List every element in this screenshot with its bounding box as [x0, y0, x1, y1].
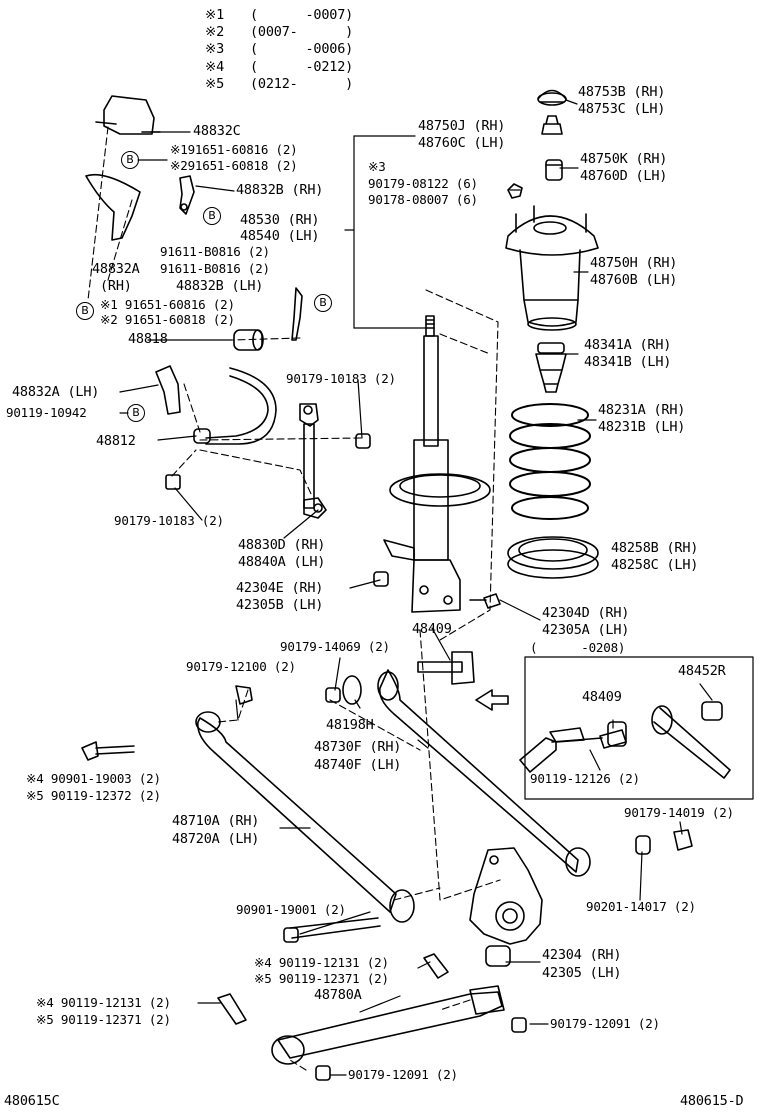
- label-42305a: 42305A (LH): [542, 622, 630, 638]
- label-90179-14019: 90179-14019 (2): [624, 805, 734, 820]
- label-90119-12126: 90119-12126 (2): [530, 771, 640, 786]
- label-note-3: ※3: [368, 159, 386, 174]
- note-1-range: ( -0007): [250, 7, 354, 23]
- label-48753b: 48753B (RH): [578, 84, 666, 100]
- callout-b-1: B: [121, 151, 139, 169]
- label-42305b: 42305B (LH): [236, 597, 324, 613]
- label-48409-inset: 48409: [582, 689, 622, 705]
- label-48832a: 48832A: [92, 261, 140, 277]
- label-48780a: 48780A: [314, 987, 362, 1003]
- label-4-90119-12131-b: ※4 90119-12131 (2): [36, 995, 171, 1010]
- label-90178-08007: 90178-08007 (6): [368, 192, 478, 207]
- label-48830d: 48830D (RH): [238, 537, 326, 553]
- label-48452r: 48452R: [678, 663, 726, 679]
- label-5-90119-12372: ※5 90119-12372 (2): [26, 788, 161, 803]
- label-191651-60816: ※191651-60816 (2): [170, 142, 298, 157]
- label-291651-60818: ※291651-60818 (2): [170, 158, 298, 173]
- label-48812: 48812: [96, 433, 136, 449]
- inset-box: [475, 656, 754, 800]
- stabilizer-parts: [85, 95, 371, 519]
- label-48730f: 48730F (RH): [314, 739, 402, 755]
- label-90901-19001: 90901-19001 (2): [236, 902, 346, 917]
- note-4-mark: ※4: [205, 59, 225, 75]
- label-48540: 48540 (LH): [240, 228, 320, 244]
- label-90179-14069: 90179-14069 (2): [280, 639, 390, 654]
- coil-spring: [509, 403, 591, 520]
- shock-absorber: [383, 315, 491, 613]
- label-90179-12100: 90179-12100 (2): [186, 659, 296, 674]
- label-90179-10183-b: 90179-10183 (2): [114, 513, 224, 528]
- callout-b-5: B: [127, 404, 145, 422]
- assembly-guides: [87, 126, 501, 1071]
- label-91611-b0816-b: 91611-B0816 (2): [160, 261, 270, 276]
- note-4-range: ( -0212): [250, 59, 354, 75]
- footer-right-code: 480615-D: [680, 1093, 744, 1109]
- label-90179-12091-b: 90179-12091 (2): [348, 1067, 458, 1082]
- label-2-91651-60818: ※2 91651-60818 (2): [100, 312, 235, 327]
- callout-b-3: B: [314, 294, 332, 312]
- label-42305: 42305 (LH): [542, 965, 622, 981]
- label-48750j: 48750J (RH): [418, 118, 506, 134]
- callout-b-2: B: [203, 207, 221, 225]
- footer-left-code: 480615C: [4, 1093, 60, 1109]
- label-48740f: 48740F (LH): [314, 757, 402, 773]
- label-4-90119-12131-a: ※4 90119-12131 (2): [254, 955, 389, 970]
- label-48840a: 48840A (LH): [238, 554, 326, 570]
- label-90179-12091-a: 90179-12091 (2): [550, 1016, 660, 1031]
- label-48341b: 48341B (LH): [584, 354, 672, 370]
- label-48258c: 48258C (LH): [611, 557, 699, 573]
- label-91611-b0816-a: 91611-B0816 (2): [160, 244, 270, 259]
- label-48832c: 48832C: [193, 123, 241, 139]
- label-42304: 42304 (RH): [542, 947, 622, 963]
- bump-stopper: [535, 342, 567, 393]
- label-5-90119-12371-b: ※5 90119-12371 (2): [36, 1012, 171, 1027]
- spring-seat: [507, 536, 599, 579]
- note-2-mark: ※2: [205, 24, 225, 40]
- label-48409: 48409: [412, 621, 452, 637]
- note-5-range: (0212- ): [250, 76, 354, 92]
- label-48258b: 48258B (RH): [611, 540, 699, 556]
- label-inset-range: ( -0208): [530, 640, 626, 655]
- note-3-range: ( -0006): [250, 41, 354, 57]
- label-90119-10942: 90119-10942: [6, 405, 87, 420]
- label-48832a-rh: (RH): [100, 278, 132, 294]
- label-48720a: 48720A (LH): [172, 831, 260, 847]
- label-48750h: 48750H (RH): [590, 255, 678, 271]
- label-48710a: 48710A (RH): [172, 813, 260, 829]
- label-90179-10183-a: 90179-10183 (2): [286, 371, 396, 386]
- label-48231a: 48231A (RH): [598, 402, 686, 418]
- label-48818: 48818: [128, 331, 168, 347]
- note-5-mark: ※5: [205, 76, 225, 92]
- label-48760b: 48760B (LH): [590, 272, 678, 288]
- label-4-90901-19003: ※4 90901-19003 (2): [26, 771, 161, 786]
- label-48760d: 48760D (LH): [580, 168, 668, 184]
- callout-b-4: B: [76, 302, 94, 320]
- label-90179-08122: 90179-08122 (6): [368, 176, 478, 191]
- upper-mount-parts: [505, 89, 599, 331]
- label-48760c: 48760C (LH): [418, 135, 506, 151]
- label-48832a-lh: 48832A (LH): [12, 384, 100, 400]
- label-42304d: 42304D (RH): [542, 605, 630, 621]
- label-5-90119-12371-a: ※5 90119-12371 (2): [254, 971, 389, 986]
- label-48832b-rh: 48832B (RH): [236, 182, 324, 198]
- note-1-mark: ※1: [205, 7, 225, 23]
- knuckle-and-links: [81, 571, 731, 1081]
- label-48198h: 48198H: [326, 717, 374, 733]
- note-3-mark: ※3: [205, 41, 225, 57]
- label-1-91651-60816: ※1 91651-60816 (2): [100, 297, 235, 312]
- label-48832b-lh: 48832B (LH): [176, 278, 264, 294]
- label-48753c: 48753C (LH): [578, 101, 666, 117]
- label-48530: 48530 (RH): [240, 212, 320, 228]
- label-90201-14017: 90201-14017 (2): [586, 899, 696, 914]
- note-2-range: (0007- ): [250, 24, 354, 40]
- label-48231b: 48231B (LH): [598, 419, 686, 435]
- label-42304e: 42304E (RH): [236, 580, 324, 596]
- label-48750k: 48750K (RH): [580, 151, 668, 167]
- label-48341a: 48341A (RH): [584, 337, 672, 353]
